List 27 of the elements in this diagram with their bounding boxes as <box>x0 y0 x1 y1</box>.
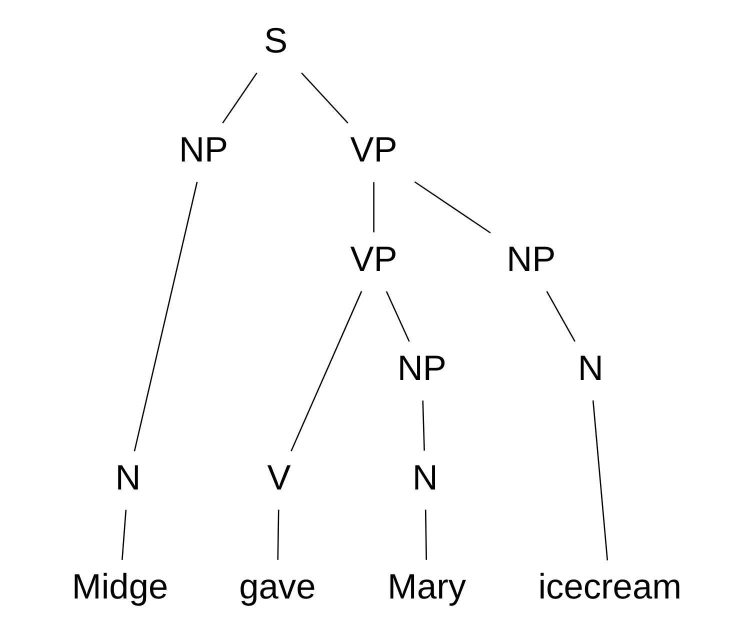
node-text: VP <box>350 130 397 170</box>
connector <box>414 181 490 234</box>
connector <box>372 182 374 232</box>
connector <box>422 400 424 451</box>
node-text: S <box>264 21 288 60</box>
connector <box>300 72 348 124</box>
node-text: N <box>114 458 140 498</box>
node-text: NP <box>396 349 446 388</box>
connector <box>121 510 126 560</box>
node-text: icecream <box>538 568 682 607</box>
node-text: V <box>266 458 290 498</box>
node-text: Midge <box>71 568 168 607</box>
connector <box>276 510 279 560</box>
connector <box>385 291 410 342</box>
connector <box>133 182 198 452</box>
connector <box>546 291 575 342</box>
connector <box>592 400 608 560</box>
node-text: VP <box>350 240 397 279</box>
node-text: N <box>577 349 603 388</box>
connector <box>222 72 257 124</box>
node-text: gave <box>238 568 316 607</box>
node-text: NP <box>506 240 556 279</box>
connector <box>424 510 427 560</box>
connector <box>290 290 362 452</box>
node-text: N <box>412 458 438 498</box>
node-text: NP <box>178 130 228 170</box>
node-text: Mary <box>387 568 466 607</box>
